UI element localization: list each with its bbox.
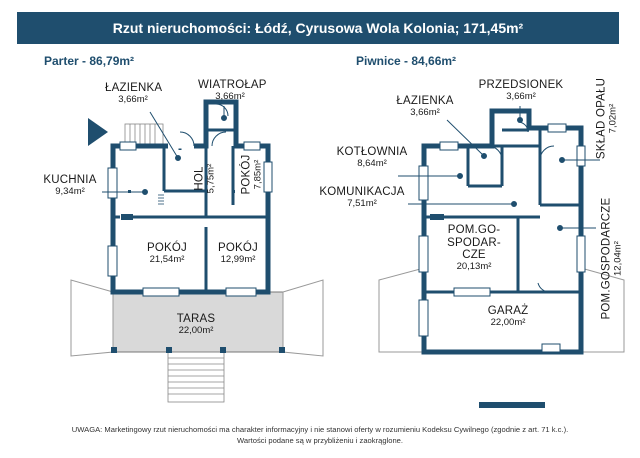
ground-floor-plan [70,99,324,403]
room-name: GARAŻ [487,305,529,317]
room-lazienka-basement: ŁAZIENKA 3,66m² [387,95,463,118]
room-pokoj-mid: POKÓJ 12,99m² [210,242,266,265]
room-area: 3,66m² [215,90,245,102]
room-name: HOL [193,166,206,191]
room-komunikacja: KOMUNIKACJA 7,51m² [316,186,408,209]
room-area: 3,66m² [410,106,440,118]
room-kotlownia: KOTŁOWNIA 8,64m² [332,146,412,169]
basement-windows [418,123,586,353]
ground-label-pointers [102,106,227,195]
room-area: 22,00m² [178,324,214,336]
room-hol: HOL 5,75m² [193,154,216,204]
room-area: 5,75m² [205,163,217,194]
room-pom-gospodarcze: POM.GO- SPODAR- CZE 20,13m² [436,224,512,272]
footer-accent-bar [479,402,545,408]
terrace-columns [111,347,285,353]
page-title: Rzut nieruchomości: Łódź, Cyrusowa Wola … [112,20,524,36]
ground-windows [107,141,273,297]
room-name: KOMUNIKACJA [319,186,405,198]
hall-stairs [158,194,164,205]
room-area: 7,51m² [347,197,377,209]
room-area: 7,02m² [607,103,619,134]
room-area: 21,54m² [149,253,185,265]
disclaimer-line-1: UWAGA: Marketingowy rzut nieruchomości m… [71,425,569,434]
room-area: 7,85m² [252,159,264,190]
room-name: POKÓJ [240,154,253,195]
room-przedsionek: PRZEDSIONEK 3,66m² [472,79,570,102]
room-area: 12,99m² [220,253,256,265]
entrance-arrow-icon [88,118,108,146]
basement-floor-label: Piwnice - 84,66m² [356,54,457,68]
terrace-stairs [167,351,225,403]
room-name-line2: SPODAR- [447,236,501,249]
terrace-left-wing [70,279,114,357]
room-name: POKÓJ [218,242,258,254]
room-area: 9,34m² [55,185,85,197]
room-area: 12,04m² [612,241,624,276]
room-area: 3,66m² [118,93,148,105]
room-name: KUCHNIA [43,174,97,186]
basement-label-pointers [398,106,600,231]
room-name: POKÓJ [147,242,187,254]
disclaimer-line-2: Wartości podane są w przybliżeniu i zaok… [236,436,404,445]
disclaimer-note: UWAGA: Marketingowy rzut nieruchomości m… [0,424,640,446]
room-name: ŁAZIENKA [105,82,163,94]
room-pokoj-large: POKÓJ 21,54m² [135,242,199,265]
room-lazienka-ground: ŁAZIENKA 3,66m² [105,82,163,105]
terrace-right-wing [282,279,324,357]
room-area: 8,64m² [357,157,387,169]
room-name: PRZEDSIONEK [478,79,564,91]
basement-plan [121,106,625,355]
room-kuchnia: KUCHNIA 9,34m² [40,174,100,197]
title-banner: Rzut nieruchomości: Łódź, Cyrusowa Wola … [17,12,619,44]
room-pom-gospodarcze-right: POM.GOSPODARCZE 12,04m² [600,193,623,325]
entrance-stairs [124,123,164,145]
room-name: ŁAZIENKA [396,95,454,107]
room-garaz: GARAŻ 22,00m² [470,305,546,328]
room-name-line3: CZE [462,249,486,262]
basement-interior-walls [424,128,581,294]
room-pokoj-small: POKÓJ 7,85m² [240,150,263,200]
room-name: SKŁAD OPAŁU [595,77,608,160]
room-name-line1: POM.GO- [447,224,501,236]
basement-left-wing [378,267,425,353]
room-sklad-opalu: SKŁAD OPAŁU 7,02m² [595,78,618,160]
room-name: KOTŁOWNIA [336,146,408,158]
room-taras: TARAS 22,00m² [160,313,232,336]
room-name: WIATROŁAP [198,79,267,91]
room-name: TARAS [176,313,216,325]
ground-floor-label: Parter - 86,79m² [44,54,135,68]
room-area: 20,13m² [456,260,492,272]
room-area: 22,00m² [490,316,526,328]
room-name: POM.GOSPODARCZE [600,197,613,320]
room-area: 3,66m² [506,90,536,102]
room-wiatrolap: WIATROŁAP 3,66m² [198,79,267,102]
